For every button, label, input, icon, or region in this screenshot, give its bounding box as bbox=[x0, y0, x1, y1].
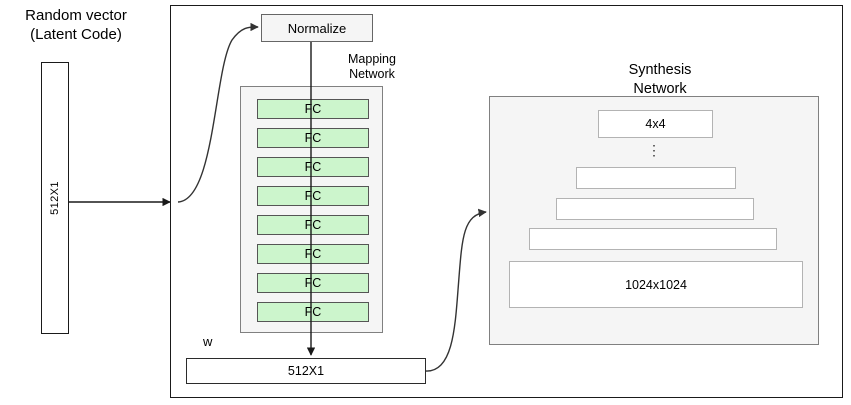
w-vector-box: 512X1 bbox=[186, 358, 426, 384]
fc-layer: FC bbox=[257, 244, 369, 264]
w-vector-name: w bbox=[203, 334, 213, 349]
fc-layer: FC bbox=[257, 186, 369, 206]
synthesis-network-title: Synthesis Network bbox=[560, 61, 760, 99]
synthesis-layer bbox=[576, 167, 736, 189]
fc-layer: FC bbox=[257, 215, 369, 235]
synthesis-layer-1024x1024: 1024x1024 bbox=[509, 261, 803, 308]
latent-vector-box: 512X1 bbox=[41, 62, 69, 334]
normalize-box: Normalize bbox=[261, 14, 373, 42]
normalize-label: Normalize bbox=[287, 20, 347, 36]
fc-layer: FC bbox=[257, 273, 369, 293]
fc-layer: FC bbox=[257, 128, 369, 148]
random-vector-caption: Random vector (Latent Code) bbox=[0, 6, 152, 44]
mapping-network-caption: Mapping Network bbox=[326, 52, 418, 82]
synthesis-layer bbox=[529, 228, 777, 250]
synthesis-ellipsis: ⋮ bbox=[647, 142, 661, 158]
w-vector-label: 512X1 bbox=[287, 364, 325, 378]
caption-line-2: (Latent Code) bbox=[30, 26, 122, 43]
latent-vector-label: 512X1 bbox=[49, 181, 61, 215]
synthesis-title-line-1: Synthesis bbox=[628, 62, 692, 78]
fc-layer: FC bbox=[257, 302, 369, 322]
synthesis-layer-4x4: 4x4 bbox=[598, 110, 713, 138]
mapping-caption-line-2: Network bbox=[349, 67, 395, 81]
caption-line-1: Random vector bbox=[25, 7, 127, 24]
fc-layer: FC bbox=[257, 157, 369, 177]
synthesis-network-panel: 4x4 ⋮ 1024x1024 bbox=[489, 96, 819, 345]
synthesis-layer bbox=[556, 198, 754, 220]
mapping-caption-line-1: Mapping bbox=[348, 52, 396, 66]
synthesis-title-line-2: Network bbox=[633, 81, 687, 97]
fc-layer: FC bbox=[257, 99, 369, 119]
mapping-network-panel: FC FC FC FC FC FC FC FC bbox=[240, 86, 383, 333]
fc-layer-stack: FC FC FC FC FC FC FC FC bbox=[241, 87, 382, 332]
